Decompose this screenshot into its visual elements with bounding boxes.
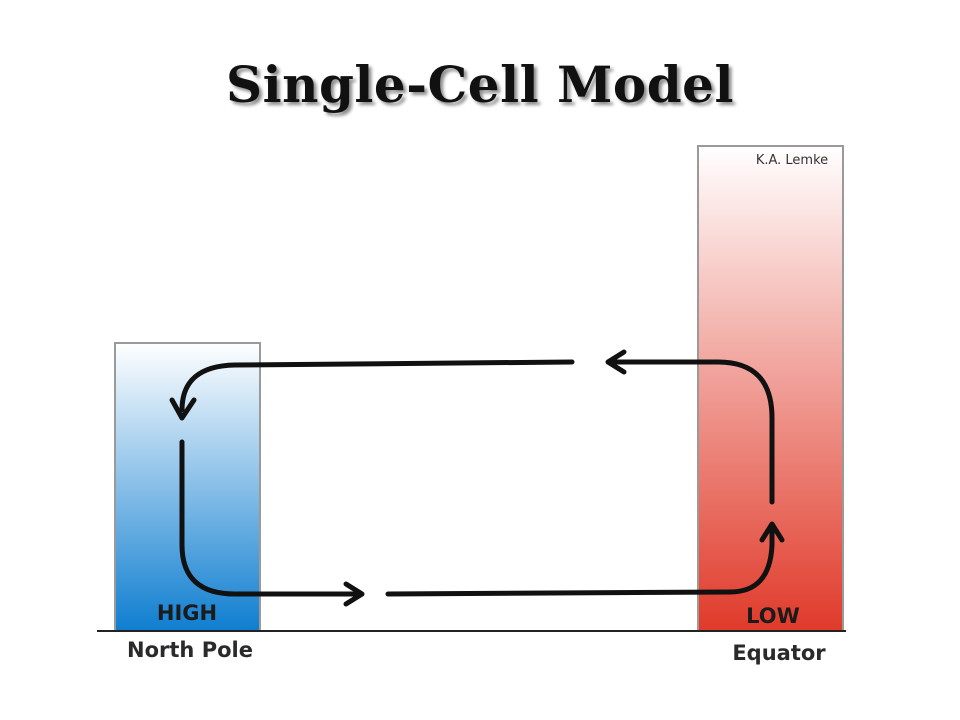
upper-flow-arrowhead [169, 397, 197, 421]
pole-descent-arrow [179, 439, 361, 597]
equator-upper-arrowhead [605, 349, 627, 375]
high-pressure-label: HIGH [157, 601, 217, 625]
low-pressure-label: LOW [746, 604, 800, 628]
equator-label: Equator [732, 641, 826, 665]
pole-descent-arrowhead [343, 581, 365, 607]
credit-label: K.A. Lemke [756, 153, 828, 168]
lower-flow-arrow [385, 527, 775, 597]
upper-flow-arrow [179, 359, 575, 413]
lower-flow-arrowhead [759, 521, 785, 543]
slide-title: Single-Cell Model [226, 55, 734, 114]
equator-upper-arrow [609, 359, 775, 505]
north-pole-label: North Pole [127, 638, 253, 662]
